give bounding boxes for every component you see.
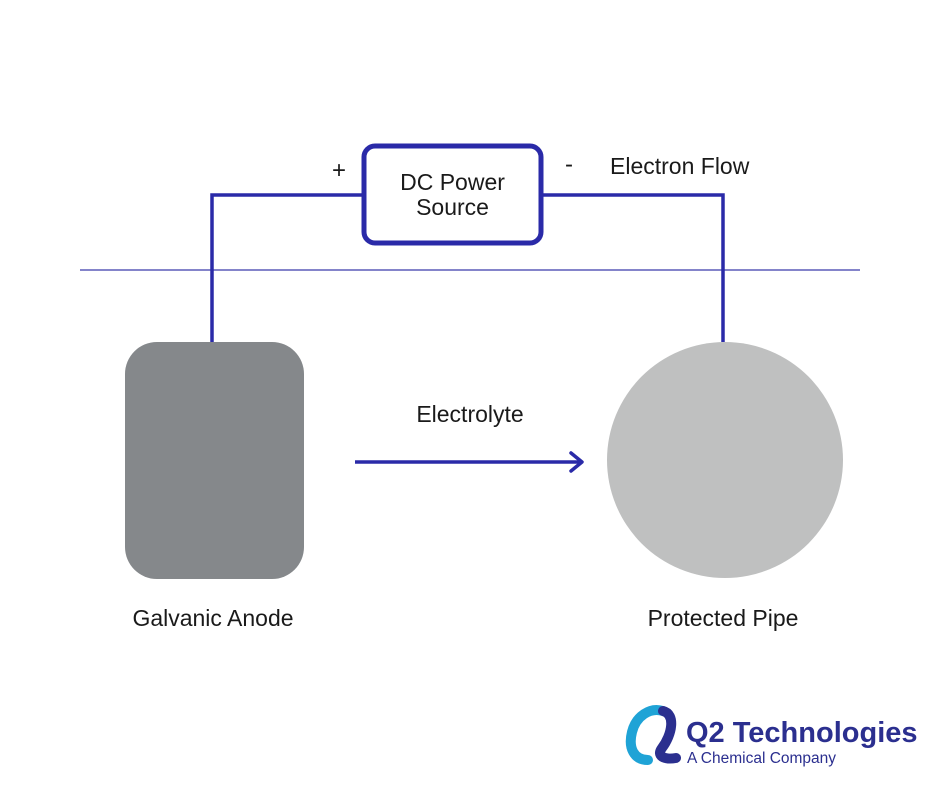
protected-pipe [607,342,843,578]
pipe-wire [541,193,725,342]
anode-wire [210,193,364,342]
dc-power-source-box [361,143,544,246]
galvanic-anode [125,342,304,579]
electron-flow-label: Electron Flow [610,153,750,179]
logo-subtitle: A Chemical Company [687,750,836,767]
q2-logo-mark-icon [625,705,681,765]
galvanic-anode-label: Galvanic Anode [132,605,293,631]
minus-sign: - [565,151,573,178]
q2-technologies-logo: Q2 Technologies A Chemical Company [625,705,918,767]
plus-sign: + [332,157,346,184]
dc-power-source-line2: Source [416,194,489,220]
logo-title: Q2 Technologies [686,717,918,749]
dc-power-source-line1: DC Power [400,169,505,195]
protected-pipe-label: Protected Pipe [648,605,799,631]
electrolyte-label: Electrolyte [416,401,523,427]
electrolyte-arrow-head [569,451,584,473]
